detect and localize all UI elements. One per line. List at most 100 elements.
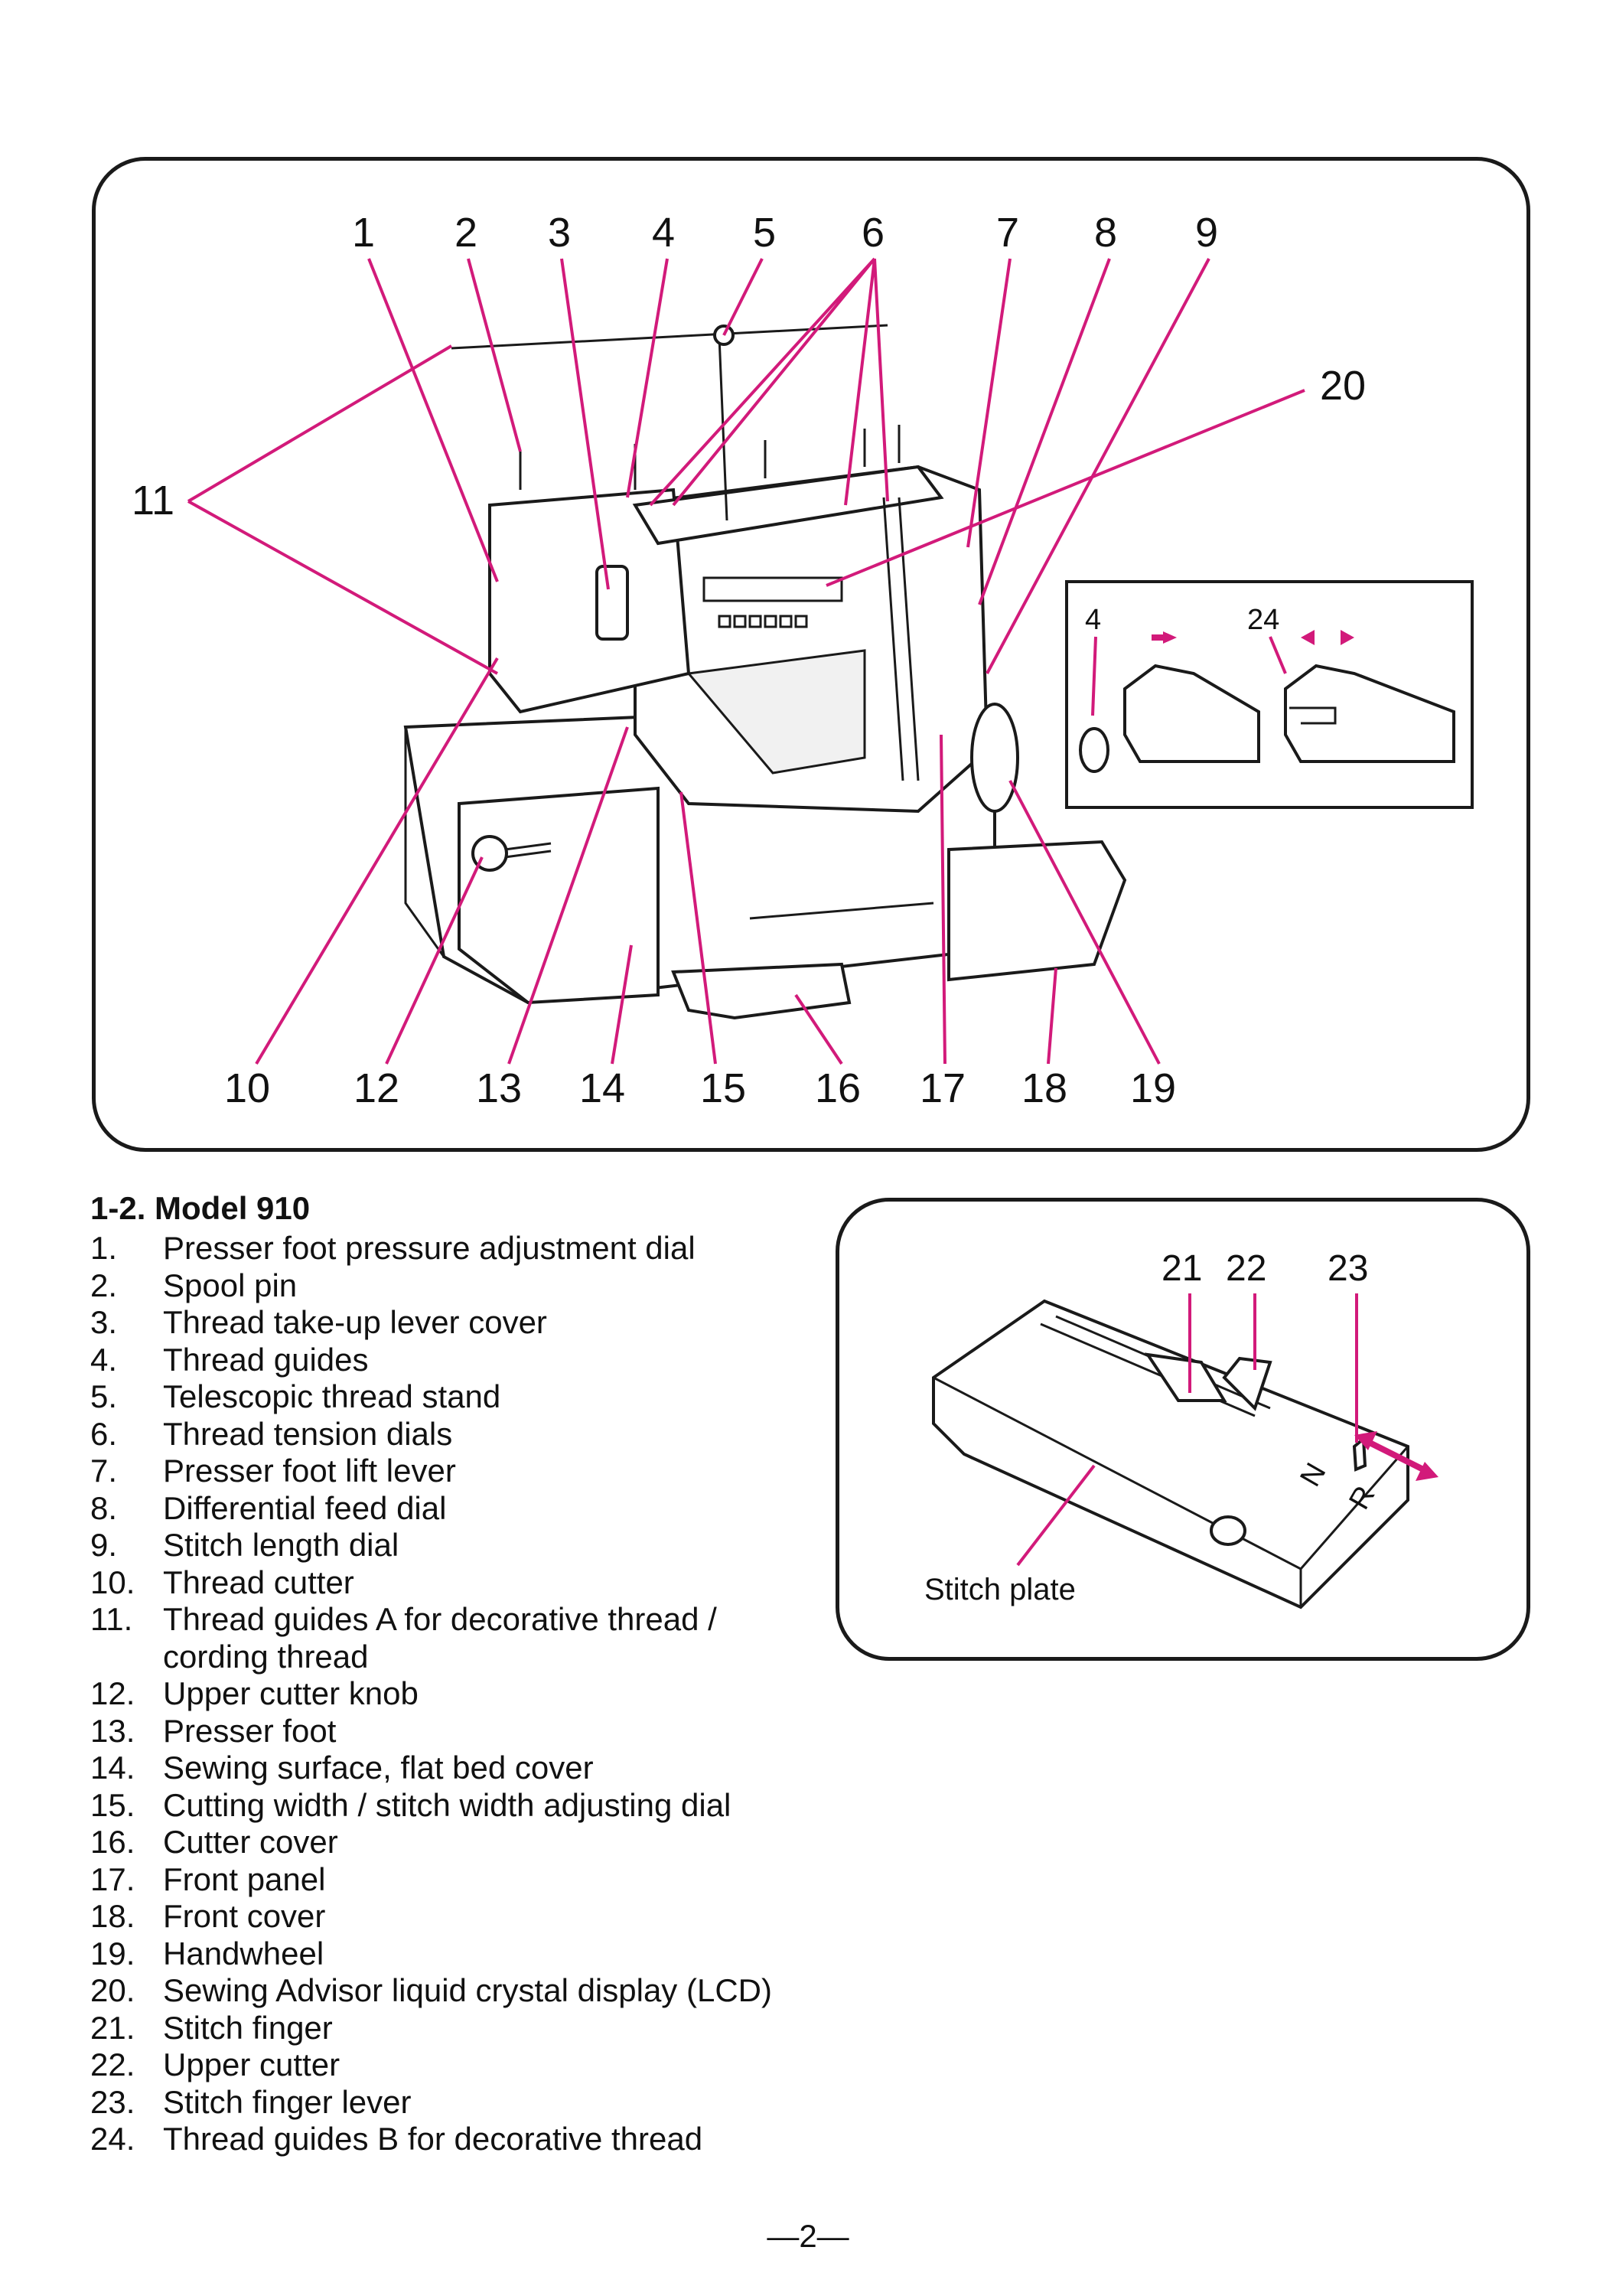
legend-item: 6. Thread tension dials [90, 1416, 825, 1453]
legend-item-number: 8. [90, 1489, 118, 1526]
callout-21: 21 [1162, 1248, 1202, 1289]
stitch-plate-leaders [1016, 1293, 1358, 1567]
legend-item-text: Spool pin [163, 1267, 298, 1303]
callout-16: 16 [815, 1065, 861, 1111]
page-number: —2— [767, 2218, 849, 2254]
callout-6: 6 [862, 210, 885, 256]
callout-2: 2 [454, 210, 477, 256]
legend-item: 8. Differential feed dial [90, 1490, 825, 1528]
legend-item-number: 2. [90, 1267, 118, 1303]
legend-item-number: 5. [90, 1378, 118, 1414]
thread-guide-inset: 4 24 [1065, 580, 1474, 809]
double-arrow-icon [1360, 1436, 1432, 1476]
callout-19: 19 [1130, 1065, 1176, 1111]
legend-item: 14.Sewing surface, flat bed cover [90, 1750, 825, 1787]
legend-item-text: Handwheel [163, 1935, 324, 1971]
legend-item-text: Presser foot [163, 1712, 337, 1749]
callout-20: 20 [1320, 363, 1366, 409]
legend-item: 7. Presser foot lift lever [90, 1453, 825, 1490]
callout-3: 3 [548, 210, 571, 256]
legend-item: 22. Upper cutter [90, 2047, 825, 2084]
legend-item: 12. Upper cutter knob [90, 1675, 825, 1713]
arrowheads-icon [1354, 1431, 1438, 1481]
legend-item-text: Stitch finger [163, 2009, 333, 2046]
legend-item: 1. Presser foot pressure adjustment dial [90, 1230, 825, 1267]
stitch-plate-diagram: N R 21 22 23 Stitch plate [924, 1248, 1438, 1609]
legend-item-number: 12. [90, 1675, 135, 1711]
legend-item: 15.Cutting width / stitch width adjustin… [90, 1787, 825, 1825]
legend-item-text: Thread guides B for decorative thread [163, 2121, 703, 2157]
legend-item: 19. Handwheel [90, 1936, 825, 1973]
callout-1: 1 [352, 210, 375, 256]
legend-item-number: 11. [90, 1601, 133, 1637]
inset-label-24: 24 [1247, 604, 1279, 636]
legend-item: 9. Stitch length dial [90, 1527, 825, 1564]
legend-item-text: Upper cutter [163, 2047, 340, 2082]
legend-item-number: 17. [90, 1861, 135, 1897]
callout-17: 17 [920, 1065, 966, 1111]
legend-item-number: 4. [90, 1341, 118, 1378]
machine-illustration [403, 324, 1127, 1020]
legend-item-number: 15. [90, 1786, 135, 1823]
legend-item-text: Differential feed dial [163, 1489, 447, 1526]
legend-item-number: 20. [90, 1972, 135, 2008]
legend-item: 4. Thread guides [90, 1342, 825, 1379]
legend-item-text: Thread guides A for decorative thread / … [163, 1601, 717, 1675]
legend-item-number: 16. [90, 1824, 135, 1860]
legend-item-number: 18. [90, 1898, 135, 1934]
legend-item-number: 6. [90, 1415, 118, 1452]
leader-lines [187, 257, 1305, 1065]
callout-13: 13 [476, 1065, 522, 1111]
legend-item-number: 10. [90, 1564, 135, 1600]
inset-label-4: 4 [1085, 604, 1101, 636]
callout-8: 8 [1094, 210, 1117, 256]
legend-item-number: 24. [90, 2121, 135, 2157]
callout-5: 5 [753, 210, 776, 256]
legend-item-text: Thread tension dials [163, 1415, 453, 1452]
legend-item-number: 22. [90, 2047, 135, 2082]
stitch-plate-illustration: N R [932, 1299, 1438, 1609]
legend-item-text: Front cover [163, 1898, 326, 1934]
legend-item-text: Thread guides [163, 1341, 369, 1378]
legend-item-text: Presser foot lift lever [163, 1453, 456, 1489]
callout-18: 18 [1021, 1065, 1067, 1111]
legend-item: 13.Presser foot [90, 1713, 825, 1750]
callout-4: 4 [652, 210, 675, 256]
callout-15: 15 [700, 1065, 746, 1111]
legend-item: 17.Front panel [90, 1861, 825, 1899]
legend-item: 18. Front cover [90, 1898, 825, 1936]
stitch-plate-caption: Stitch plate [924, 1573, 1076, 1606]
legend-item: 24. Thread guides B for decorative thread [90, 2121, 825, 2158]
callout-12: 12 [354, 1065, 399, 1111]
legend-item-text: Sewing surface, flat bed cover [163, 1750, 594, 1786]
legend-item-text: Presser foot pressure adjustment dial [163, 1230, 696, 1266]
legend-title: 1-2. Model 910 [90, 1190, 311, 1226]
legend-item: 20. Sewing Advisor liquid crystal display… [90, 1972, 825, 2010]
legend-item: 10. Thread cutter [90, 1564, 825, 1602]
legend-item-text: Stitch length dial [163, 1527, 399, 1563]
legend-item-text: Upper cutter knob [163, 1675, 419, 1711]
legend-item: 16.Cutter cover [90, 1824, 825, 1861]
legend-item: 5.Telescopic thread stand [90, 1378, 825, 1416]
legend-item-number: 7. [90, 1453, 118, 1489]
legend-item: 3.Thread take-up lever cover [90, 1304, 825, 1342]
callout-10: 10 [224, 1065, 270, 1111]
legend-item-number: 1. [90, 1230, 118, 1266]
right-arrow-icon [1152, 631, 1177, 644]
legend-item: 2. Spool pin [90, 1267, 825, 1305]
callout-numbers: 1 2 3 4 5 6 7 8 9 20 11 10 12 13 14 15 1… [132, 210, 1366, 1111]
legend-item-number: 9. [90, 1527, 118, 1563]
legend-item: 21.Stitch finger [90, 2010, 825, 2047]
legend-item-number: 19. [90, 1935, 135, 1971]
callout-7: 7 [996, 210, 1019, 256]
legend-item-text: Sewing Advisor liquid crystal display (L… [163, 1972, 772, 2008]
callout-9: 9 [1195, 210, 1218, 256]
legend-item-text: Stitch finger lever [163, 2083, 412, 2120]
callout-22: 22 [1226, 1248, 1266, 1289]
legend-item-number: 23. [90, 2083, 135, 2120]
machine-diagram: 1 2 3 4 5 6 7 8 9 20 11 10 12 13 14 15 1… [132, 210, 1474, 1111]
legend-item-number: 3. [90, 1304, 118, 1340]
legend-item-text: Thread cutter [163, 1564, 354, 1600]
callout-23: 23 [1328, 1248, 1368, 1289]
